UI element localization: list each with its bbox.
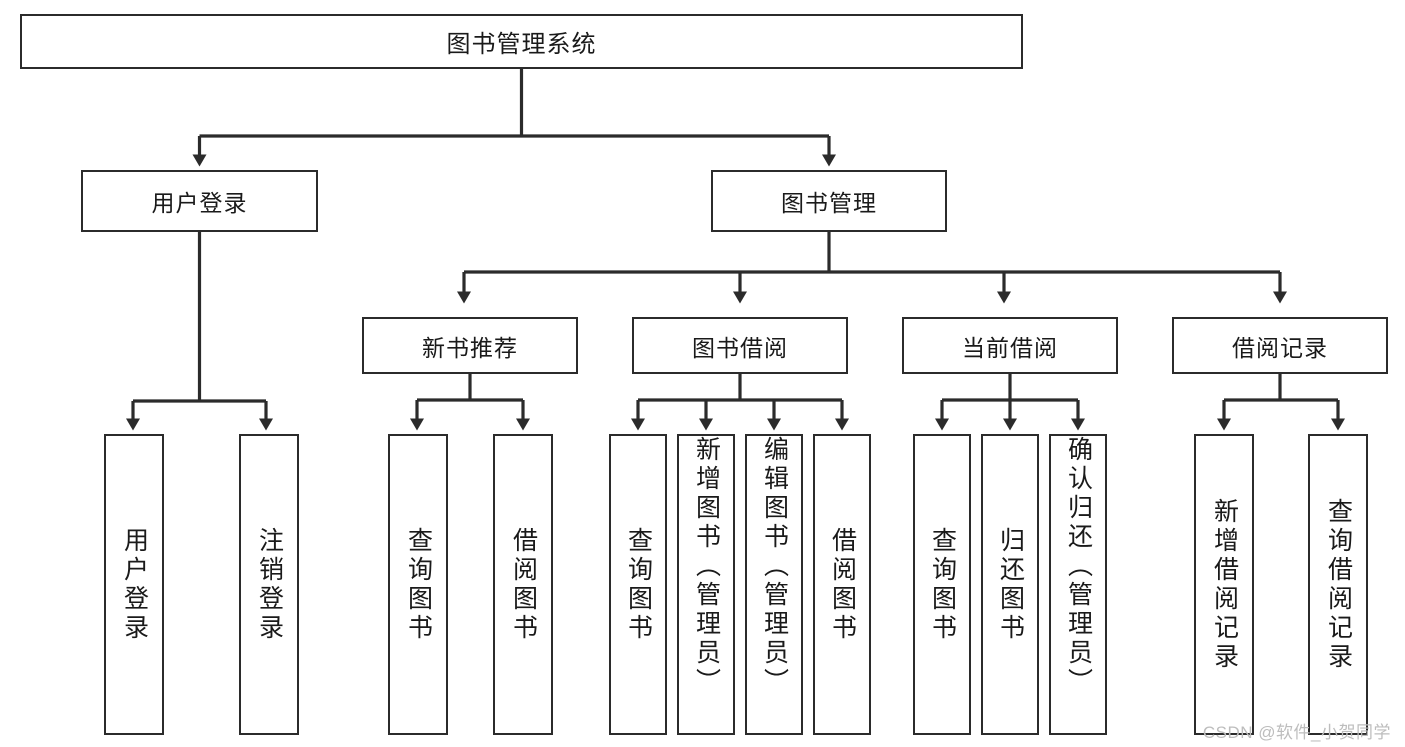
node-label: 查询图书 <box>404 526 433 643</box>
node-label: 用户登录 <box>151 190 248 216</box>
node-label: 当前借阅 <box>962 334 1058 361</box>
node-label: 查询图书 <box>624 526 653 643</box>
leaf-borrow-record-query-record[interactable]: 查询借阅记录 <box>1308 434 1368 735</box>
leaf-user-login-login[interactable]: 用户登录 <box>104 434 164 735</box>
node-label: 图书借阅 <box>692 334 788 361</box>
node-label: 确认归还（管理员） <box>1064 436 1093 697</box>
leaf-user-login-logout[interactable]: 注销登录 <box>239 434 299 735</box>
leaf-current-borrow-return-books[interactable]: 归还图书 <box>981 434 1039 735</box>
node-label: 注销登录 <box>255 526 284 643</box>
node-label: 查询图书 <box>928 526 957 643</box>
node-label: 图书管理系统 <box>446 31 597 58</box>
node-label: 新增图书（管理员） <box>692 436 721 697</box>
node-book-borrowing[interactable]: 图书借阅 <box>632 317 848 374</box>
node-current-borrowing[interactable]: 当前借阅 <box>902 317 1118 374</box>
node-label: 借阅图书 <box>509 526 538 643</box>
leaf-book-borrow-add-book-admin[interactable]: 新增图书（管理员） <box>677 434 735 735</box>
leaf-new-book-borrow-books[interactable]: 借阅图书 <box>493 434 553 735</box>
node-new-book-recommendation[interactable]: 新书推荐 <box>362 317 578 374</box>
node-label: 借阅记录 <box>1232 334 1328 361</box>
node-label: 新书推荐 <box>422 334 518 361</box>
leaf-book-borrow-borrow-books[interactable]: 借阅图书 <box>813 434 871 735</box>
node-root-book-management-system[interactable]: 图书管理系统 <box>20 14 1023 69</box>
leaf-current-borrow-confirm-return-admin[interactable]: 确认归还（管理员） <box>1049 434 1107 735</box>
node-label: 图书管理 <box>781 190 877 216</box>
leaf-new-book-query-books[interactable]: 查询图书 <box>388 434 448 735</box>
node-borrowing-record[interactable]: 借阅记录 <box>1172 317 1388 374</box>
node-label: 用户登录 <box>120 526 149 643</box>
leaf-book-borrow-query-books[interactable]: 查询图书 <box>609 434 667 735</box>
node-label: 查询借阅记录 <box>1324 497 1353 672</box>
node-label: 新增借阅记录 <box>1210 497 1239 672</box>
csdn-watermark: CSDN @软件_小贺同学 <box>1202 723 1391 742</box>
node-book-management[interactable]: 图书管理 <box>711 170 947 232</box>
leaf-borrow-record-add-record[interactable]: 新增借阅记录 <box>1194 434 1254 735</box>
leaf-current-borrow-query-books[interactable]: 查询图书 <box>913 434 971 735</box>
node-label: 编辑图书（管理员） <box>760 436 789 697</box>
node-label: 归还图书 <box>996 526 1025 643</box>
node-user-login[interactable]: 用户登录 <box>81 170 318 232</box>
node-label: 借阅图书 <box>828 526 857 643</box>
leaf-book-borrow-edit-book-admin[interactable]: 编辑图书（管理员） <box>745 434 803 735</box>
